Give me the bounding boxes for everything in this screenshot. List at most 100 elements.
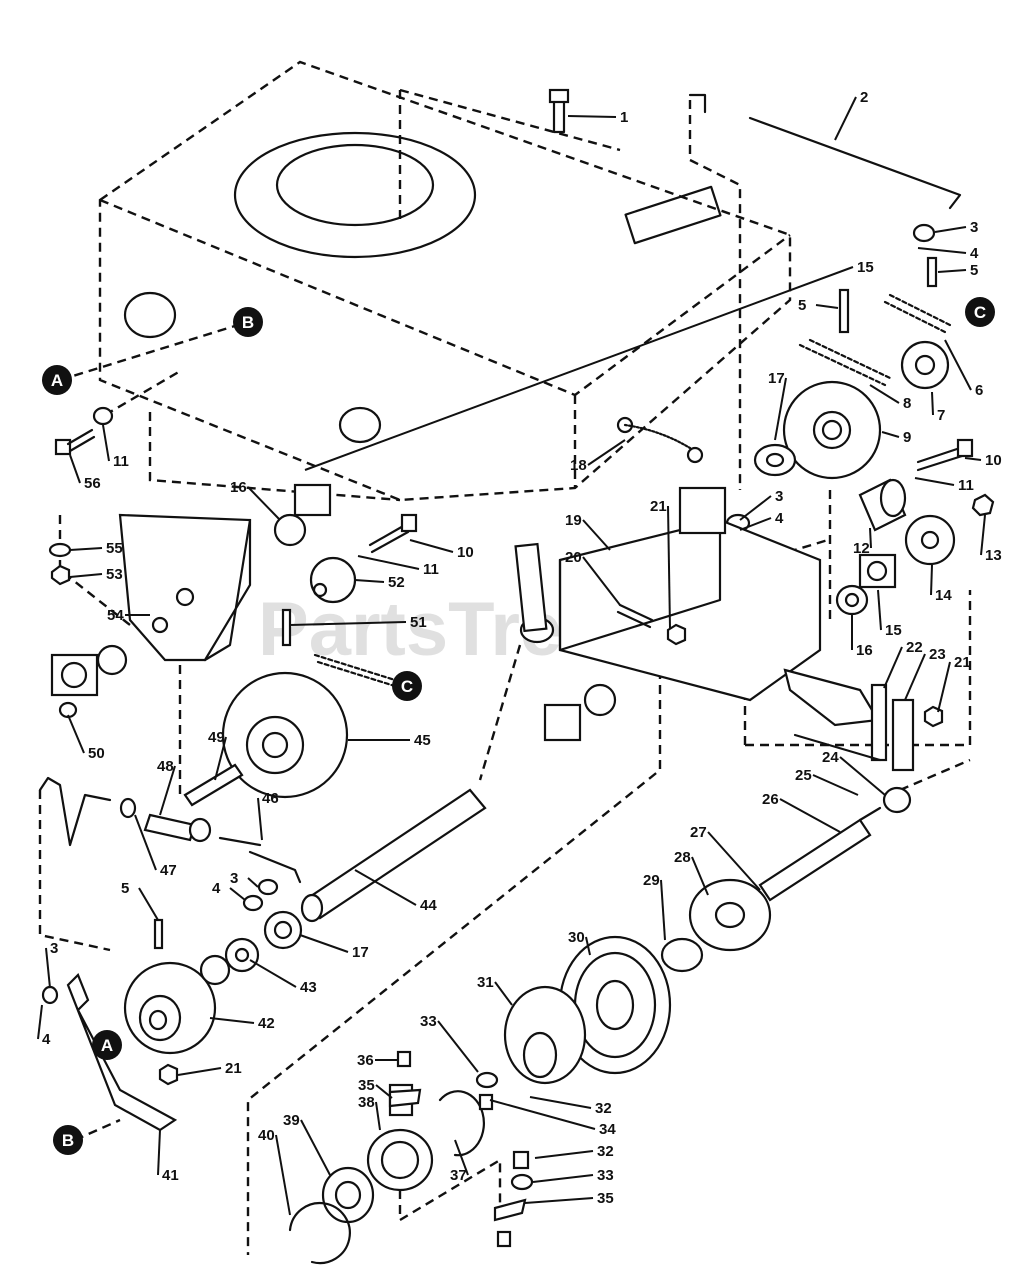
callout-leader-4 xyxy=(37,1004,43,1040)
callout-leader-3 xyxy=(739,495,772,521)
callout-leader-4 xyxy=(739,517,772,531)
callout-leader-22 xyxy=(883,646,903,689)
callout-leader-13 xyxy=(980,514,986,556)
callout-leader-4 xyxy=(917,247,967,254)
callout-leader-25 xyxy=(812,774,859,796)
part-bearing-17-top xyxy=(753,443,797,477)
callout-leader-43 xyxy=(249,959,297,988)
part-sprocket-14 xyxy=(904,514,956,566)
part-number-11: 11 xyxy=(113,453,129,470)
part-number-49: 49 xyxy=(208,729,225,746)
part-spacer-52 xyxy=(309,556,357,604)
part-rod-2 xyxy=(688,93,962,210)
part-number-16: 16 xyxy=(856,642,873,659)
callout-leader-19 xyxy=(582,519,611,551)
part-number-3: 3 xyxy=(50,940,58,957)
reference-badge-b: B xyxy=(53,1125,83,1155)
part-number-44: 44 xyxy=(420,897,437,914)
part-spacers-43 xyxy=(199,937,260,986)
part-spring-18 xyxy=(616,416,704,464)
part-number-4: 4 xyxy=(212,880,221,897)
part-number-26: 26 xyxy=(762,791,779,808)
part-number-28: 28 xyxy=(674,849,691,866)
part-bolt-36 xyxy=(396,1050,512,1248)
part-bracket-41 xyxy=(66,973,178,1132)
part-number-20: 20 xyxy=(565,549,582,566)
callout-leader-44 xyxy=(354,869,417,906)
part-number-17: 17 xyxy=(352,944,369,961)
callout-leader-2 xyxy=(834,96,857,141)
callout-leader-10 xyxy=(964,457,982,461)
reference-badge-c: C xyxy=(392,671,422,701)
part-chain-6-left xyxy=(313,653,400,689)
callout-leader-29 xyxy=(660,879,666,941)
part-number-30: 30 xyxy=(568,929,585,946)
callout-leaders xyxy=(37,96,986,1216)
part-washer-33 xyxy=(475,1071,534,1191)
part-number-32: 32 xyxy=(597,1143,614,1160)
part-pulley-42 xyxy=(123,961,217,1055)
part-bearing-flange-15-left xyxy=(50,483,582,742)
part-sprocket-7 xyxy=(900,340,950,390)
callout-leader-15 xyxy=(877,589,882,631)
part-chain-c xyxy=(883,293,952,334)
part-number-6: 6 xyxy=(975,382,983,399)
part-number-18: 18 xyxy=(570,457,587,474)
callout-leader-3 xyxy=(45,947,51,989)
part-plate-35 xyxy=(388,1088,527,1222)
part-bolt-1 xyxy=(548,88,570,134)
part-number-47: 47 xyxy=(160,862,177,879)
part-rod-46-47 xyxy=(38,776,302,884)
part-number-8: 8 xyxy=(903,395,911,412)
part-bolt-10 xyxy=(368,438,974,554)
part-number-9: 9 xyxy=(903,429,911,446)
part-spacer-12 xyxy=(858,478,907,532)
part-number-35: 35 xyxy=(358,1077,375,1094)
part-number-51: 51 xyxy=(410,614,427,631)
callout-leader-42 xyxy=(209,1017,255,1024)
callout-leader-30 xyxy=(585,936,591,956)
part-number-37: 37 xyxy=(450,1167,467,1184)
part-number-52: 52 xyxy=(388,574,405,591)
callout-leader-15 xyxy=(304,266,854,471)
part-number-23: 23 xyxy=(929,646,946,663)
part-number-21: 21 xyxy=(954,654,971,671)
callout-leader-41 xyxy=(157,1129,161,1176)
part-number-42: 42 xyxy=(258,1015,275,1032)
callout-leader-3 xyxy=(247,877,259,888)
part-number-5: 5 xyxy=(970,262,978,279)
callout-leader-7 xyxy=(931,391,934,416)
callout-leader-11 xyxy=(102,424,110,462)
part-nut-13 xyxy=(971,493,995,517)
badge-circle xyxy=(392,671,422,701)
part-number-13: 13 xyxy=(985,547,1002,564)
callout-leader-50 xyxy=(67,714,85,754)
part-hub-31 xyxy=(503,985,587,1085)
part-bolt-56 xyxy=(54,428,96,456)
part-number-3: 3 xyxy=(970,219,978,236)
part-screw-34 xyxy=(478,1093,530,1170)
callout-leader-23 xyxy=(904,653,926,701)
callout-leader-53 xyxy=(69,573,103,578)
housing-frame xyxy=(98,60,792,502)
part-snap-ring-37 xyxy=(438,1090,485,1157)
part-number-33: 33 xyxy=(420,1013,437,1030)
part-bearing-16-left xyxy=(96,513,617,717)
part-number-39: 39 xyxy=(283,1112,300,1129)
part-number-50: 50 xyxy=(88,745,105,762)
part-number-45: 45 xyxy=(414,732,431,749)
part-number-21: 21 xyxy=(650,498,667,515)
callout-leader-8 xyxy=(869,384,900,404)
callout-leader-38 xyxy=(375,1101,381,1131)
callout-leader-16 xyxy=(247,486,281,521)
badge-letter: A xyxy=(101,1036,113,1055)
callout-leader-11 xyxy=(357,555,420,570)
part-number-5: 5 xyxy=(798,297,806,314)
callout-leader-55 xyxy=(69,547,103,551)
part-number-11: 11 xyxy=(958,477,974,494)
callout-leader-21 xyxy=(177,1067,222,1076)
part-number-16: 16 xyxy=(230,479,247,496)
part-number-3: 3 xyxy=(775,488,783,505)
badge-letter: C xyxy=(974,303,986,322)
